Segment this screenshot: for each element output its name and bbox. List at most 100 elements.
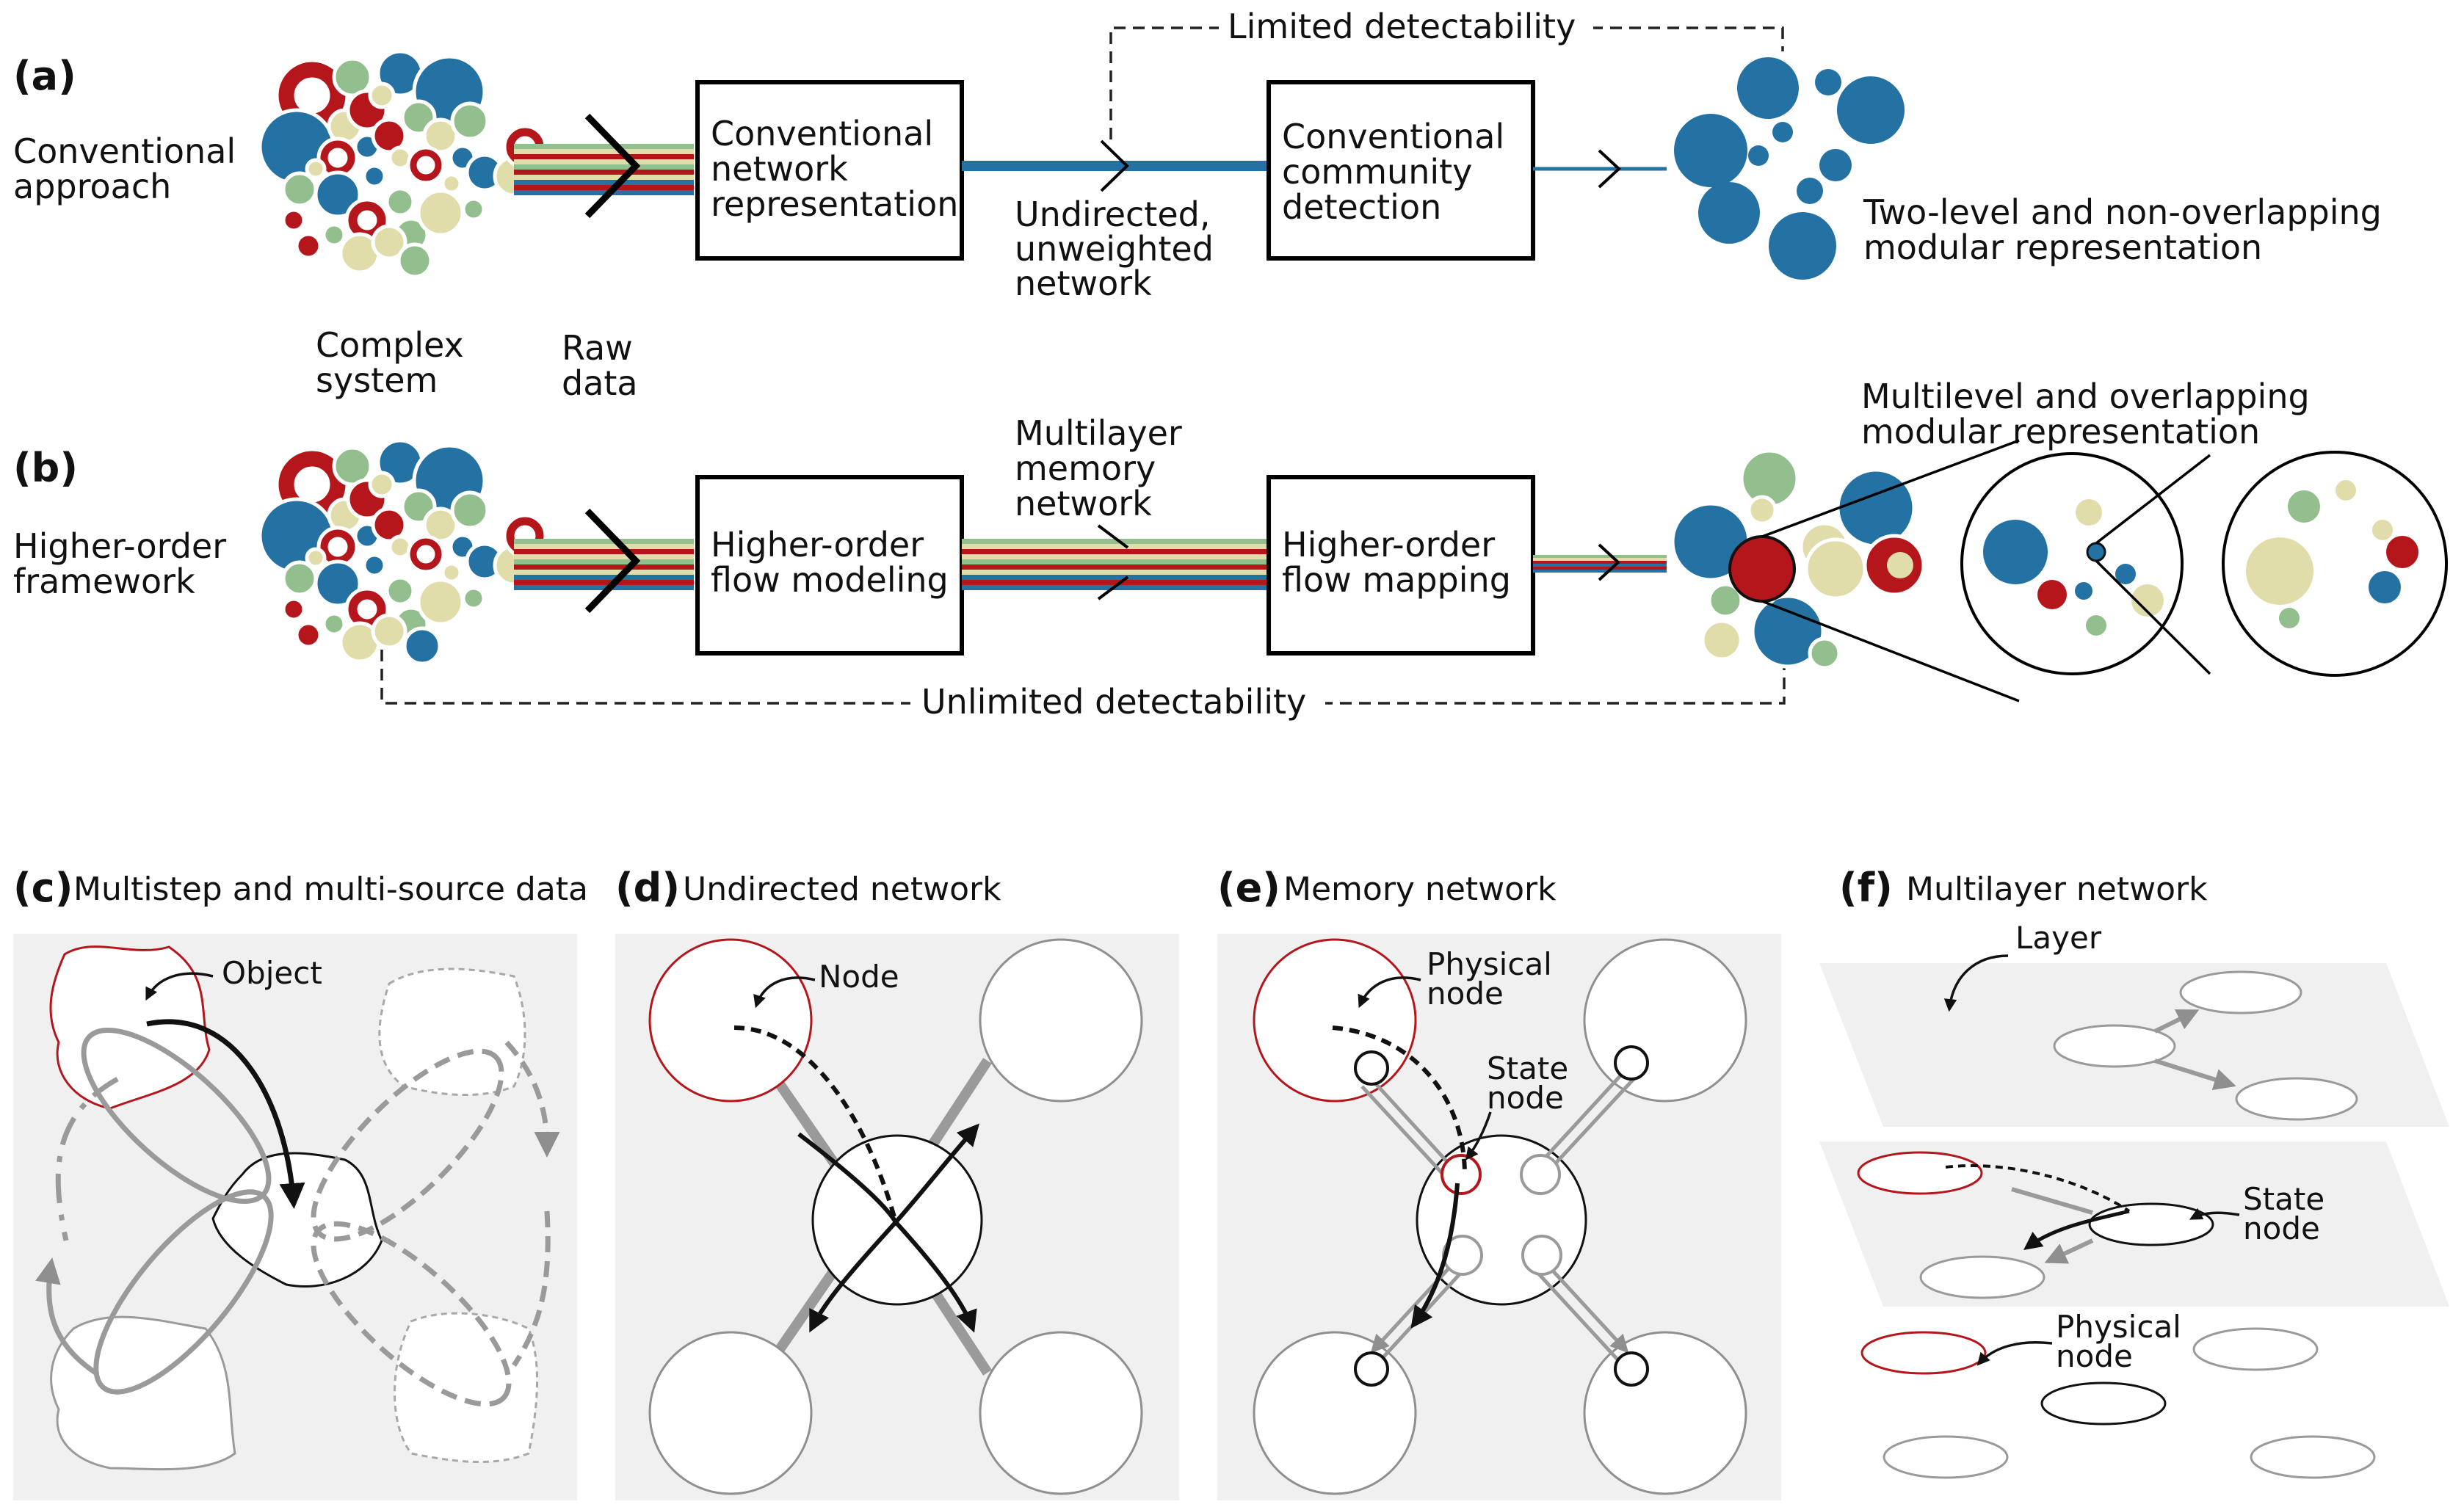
box-a2-line2: community <box>1282 152 1472 192</box>
panel-b-label: (b) <box>13 445 78 491</box>
physical-node-pointer <box>1358 976 1421 1009</box>
layer-label: Layer <box>2015 920 2102 956</box>
box-a2-line1: Conventional <box>1282 117 1504 156</box>
conventional-approach-line2: approach <box>13 167 171 206</box>
result-b-line2: modular representation <box>1861 412 2260 451</box>
unlimited-detectability-label: Unlimited detectability <box>921 682 1306 722</box>
state-node-line1: State <box>1487 1050 1568 1086</box>
layer-top-edges <box>2153 1009 2236 1091</box>
state-node-f-line2: node <box>2243 1210 2320 1246</box>
physical-node-top-right <box>1583 938 1747 1103</box>
edge-a-line3: network <box>1015 264 1152 303</box>
panel-e-label: (e) <box>1217 865 1280 911</box>
box-b1-line1: Higher-order <box>711 525 924 564</box>
multistep-loops <box>35 1019 560 1407</box>
zoom-line-1-bottom <box>1761 600 2020 702</box>
arrow-chevron-a3 <box>1598 149 1621 189</box>
object-shape-upper-right <box>378 967 526 1096</box>
higher-order-framework-line2: framework <box>13 562 195 601</box>
selected-module <box>1728 535 1796 603</box>
node-bottom-left <box>648 1331 813 1495</box>
limited-detectability-label: Limited detectability <box>1228 7 1576 46</box>
arrow-chevron-b2-bottom <box>1097 575 1129 600</box>
raw-data-stripes-b <box>514 539 694 590</box>
physical-node-line2: node <box>1427 976 1504 1012</box>
panel-a-label: (a) <box>13 53 76 99</box>
node-label: Node <box>819 959 899 995</box>
panel-c: (c) Multistep and multi-source data Obje… <box>13 865 588 1500</box>
undirected-flow-paths <box>733 1025 979 1333</box>
complex-system-cluster-b <box>258 438 548 666</box>
box-a1-line3: representation <box>711 184 958 224</box>
zoom-line-1-top <box>1761 439 2020 538</box>
box-b1-line2: flow modeling <box>711 560 949 600</box>
memory-flow-paths <box>1332 1025 1467 1329</box>
multilevel-modules <box>1670 449 1926 670</box>
box-b2-line2: flow mapping <box>1282 560 1511 600</box>
state-node-pointer <box>1465 1111 1492 1161</box>
row-a: (a) Conventional approach <box>13 7 2382 303</box>
two-level-modules <box>1674 57 1905 280</box>
complex-system-line1: Complex <box>316 325 464 365</box>
zoom-circle-1-content <box>1983 499 2164 636</box>
memory-edges <box>1360 1054 1641 1361</box>
node-bottom-right <box>979 1331 1143 1495</box>
node-top-left-red <box>648 938 813 1103</box>
panel-f-title: Multilayer network <box>1906 871 2208 908</box>
edge-a-line1: Undirected, <box>1015 195 1210 234</box>
zoom-line-2-top <box>2095 454 2211 545</box>
conventional-approach-line1: Conventional <box>13 131 236 171</box>
edge-b-line3: network <box>1015 484 1152 523</box>
panel-d-title: Undirected network <box>683 871 1001 908</box>
panel-e: (e) Memory network <box>1217 865 1781 1500</box>
physical-node-f-pointer <box>1976 1340 2053 1366</box>
physical-node-f-line1: Physical <box>2056 1309 2181 1345</box>
state-node-line2: node <box>1487 1080 1564 1116</box>
zoom-circle-2 <box>2222 451 2448 677</box>
conventional-network-box <box>695 80 964 261</box>
object-shape-lower-right <box>394 1312 539 1463</box>
state-node-f-line1: State <box>2243 1181 2325 1217</box>
panel-c-label: (c) <box>13 865 73 911</box>
panel-c-title: Multistep and multi-source data <box>73 871 588 908</box>
panel-e-title: Memory network <box>1283 871 1557 908</box>
panel-f-label: (f) <box>1839 865 1893 911</box>
output-stripes-b <box>1533 555 1667 573</box>
higher-order-framework-line1: Higher-order <box>13 526 226 566</box>
higher-order-flow-mapping-box <box>1267 475 1535 656</box>
arrow-chevron-a1 <box>584 113 641 219</box>
result-a-line2: modular representation <box>1863 228 2262 267</box>
complex-system-line2: system <box>316 360 438 400</box>
conventional-community-box <box>1267 80 1535 261</box>
object-shape-lower-left <box>50 1315 236 1471</box>
arrow-chevron-b3 <box>1598 543 1620 581</box>
arrow-chevron-b2-top <box>1097 524 1129 549</box>
panel-d-label: (d) <box>615 865 680 911</box>
state-node-f-pointer <box>2189 1208 2240 1220</box>
box-a1-line2: network <box>711 149 848 189</box>
state-nodes <box>1354 1045 1649 1387</box>
layer-middle-edges <box>1945 1164 2131 1264</box>
complex-system-cluster-a <box>258 49 548 279</box>
physical-layer-nodes <box>1860 1327 2376 1479</box>
node-pointer <box>753 976 816 1009</box>
row-b: (b) Higher-order framework <box>13 377 2448 724</box>
object-label: Object <box>222 955 322 991</box>
edge-a-line2: unweighted <box>1015 229 1214 269</box>
box-a1-line1: Conventional <box>711 114 933 153</box>
panel-f: (f) Multilayer network Layer State node <box>1819 865 2449 1479</box>
edge-b-line2: memory <box>1015 449 1156 488</box>
layer-top-nodes <box>2053 970 2358 1121</box>
box-b2-line1: Higher-order <box>1282 525 1495 564</box>
physical-node-bottom-right <box>1583 1331 1747 1495</box>
multilayer-memory-stripes <box>962 539 1269 590</box>
panel-d: (d) Undirected network Node <box>615 865 1179 1500</box>
physical-node-f-line2: node <box>2056 1338 2133 1374</box>
object-shape-center <box>211 1152 383 1288</box>
layer-pointer <box>1943 954 2009 1012</box>
node-top-right <box>979 938 1143 1103</box>
raw-data-line2: data <box>562 363 638 403</box>
zoom-circle-2-content <box>2246 480 2418 628</box>
physical-node-bottom-left <box>1253 1331 1417 1495</box>
